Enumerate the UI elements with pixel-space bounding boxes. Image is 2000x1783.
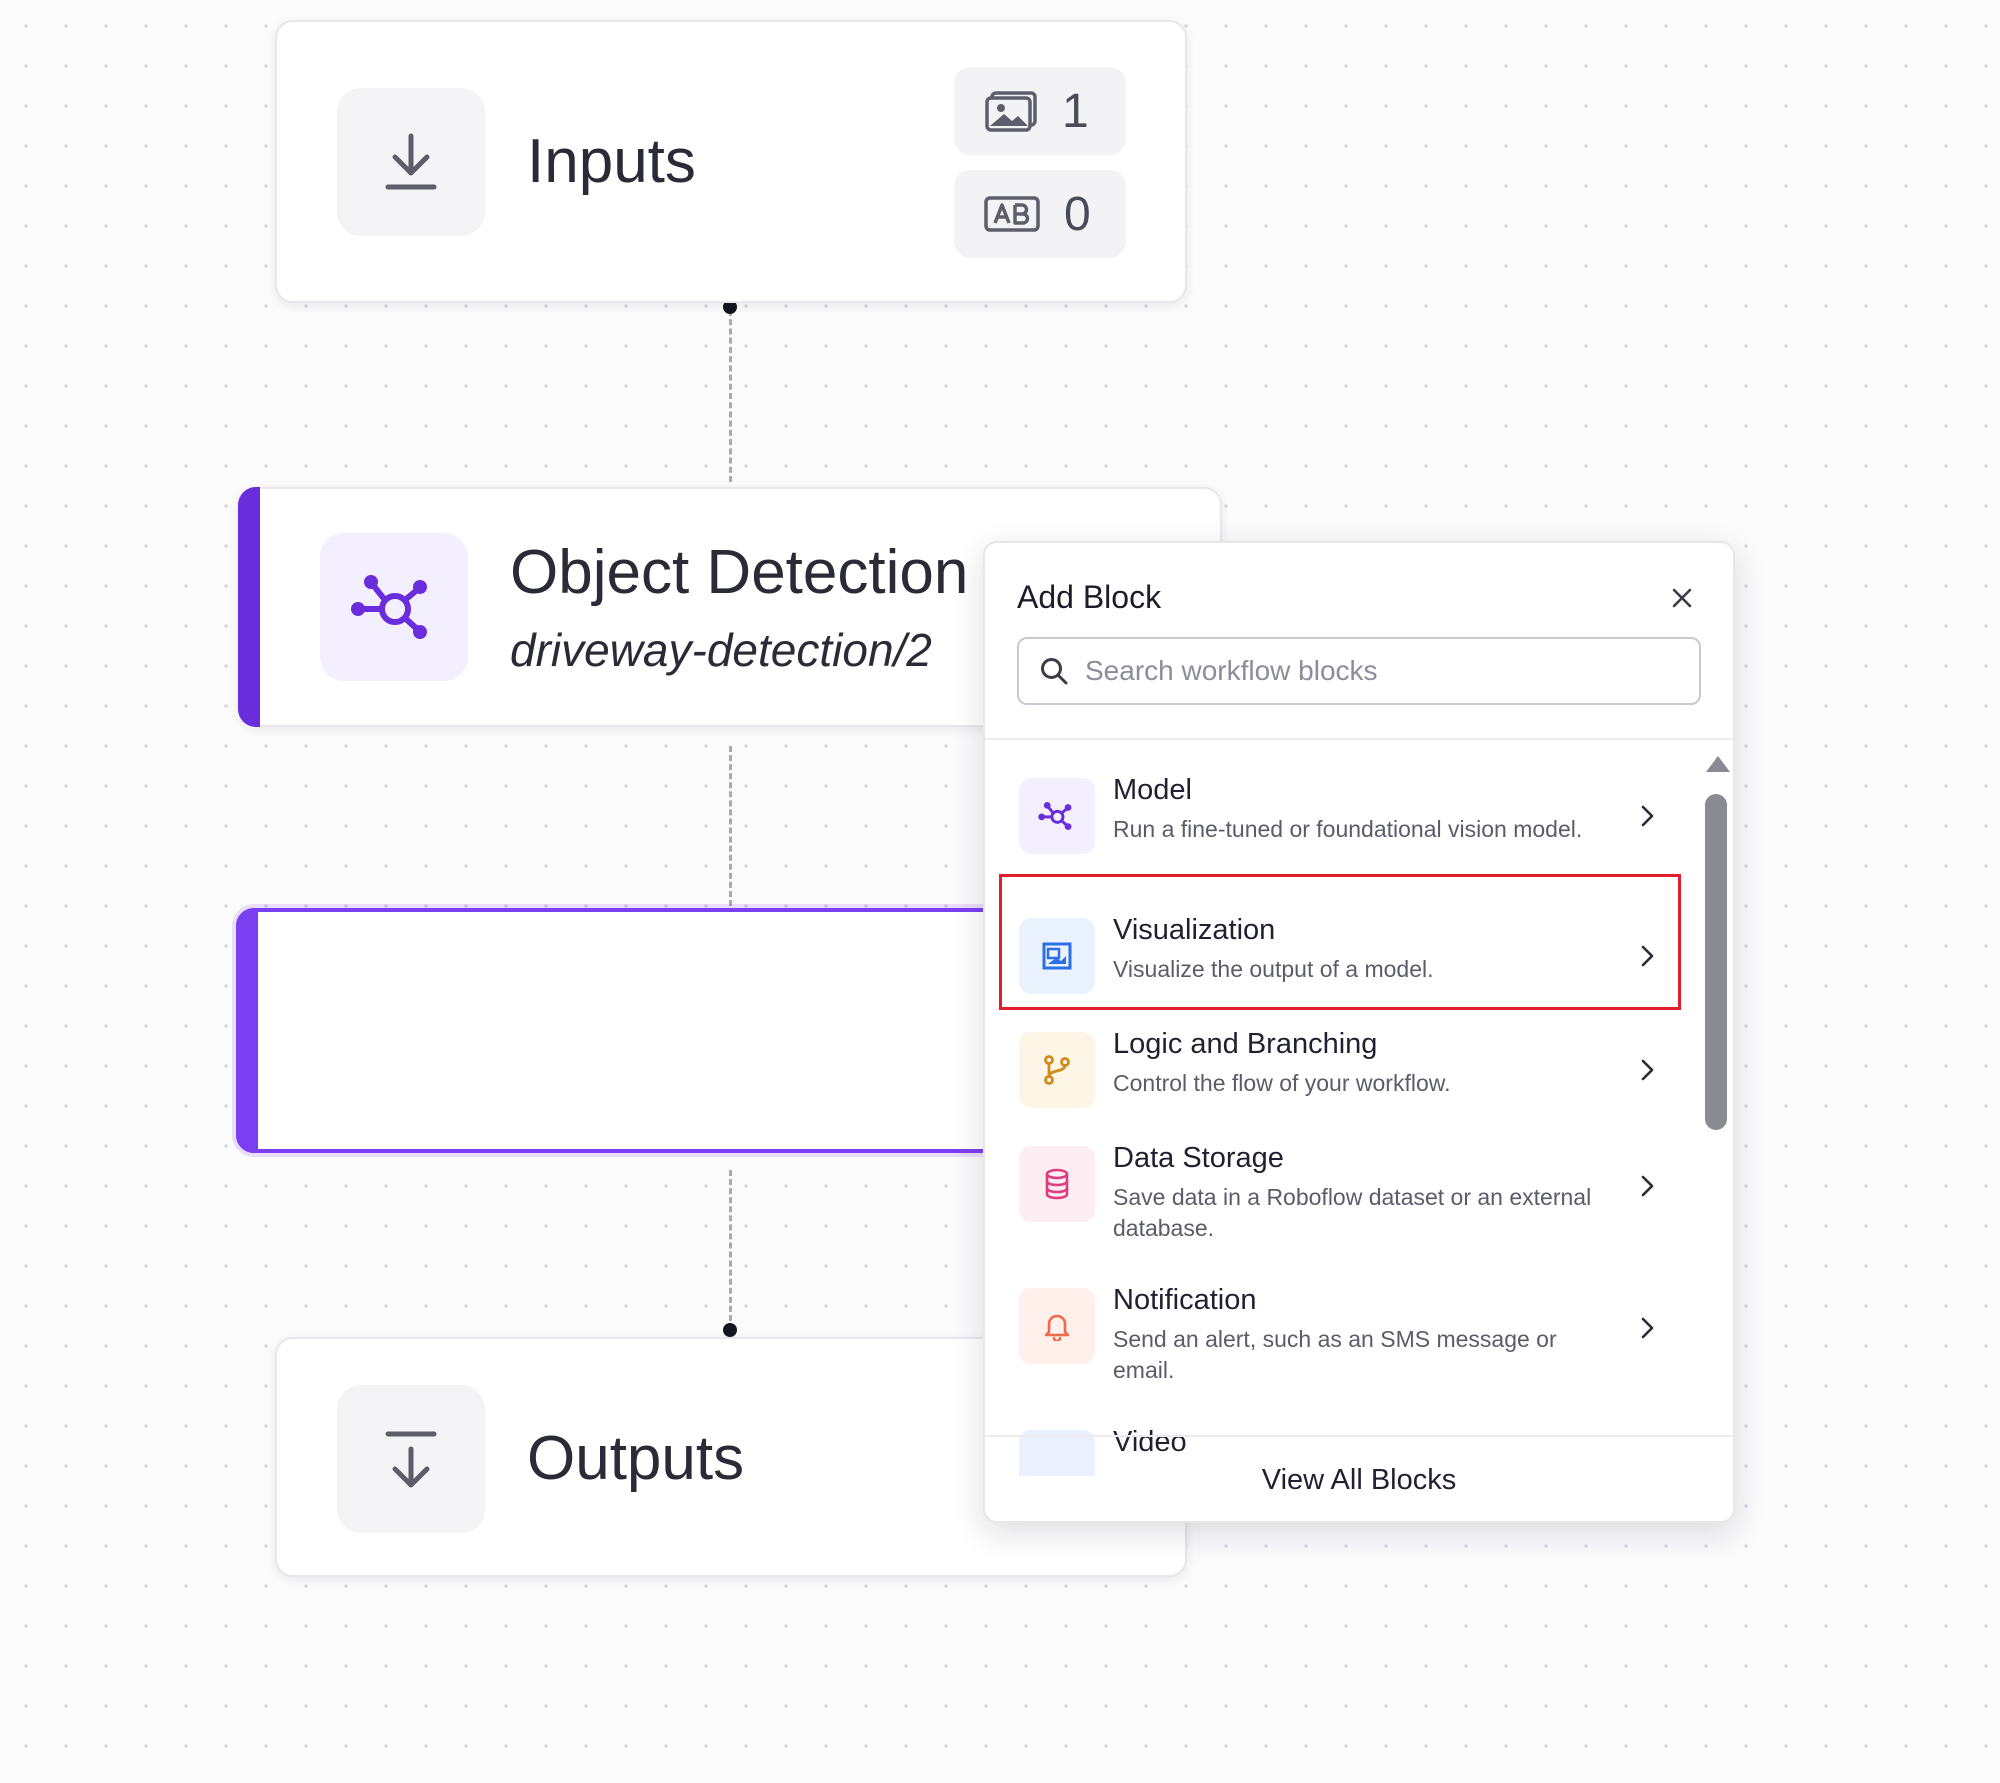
placeholder-accent-bar — [236, 908, 258, 1153]
data-storage-icon-box — [1019, 1146, 1095, 1222]
text-input-count: 0 — [1064, 187, 1091, 241]
connector-inputs-to-detection — [729, 310, 732, 482]
git-branch-icon — [1044, 1055, 1070, 1085]
bell-icon — [1044, 1314, 1070, 1341]
text-input-counter[interactable]: 0 — [954, 170, 1126, 258]
item-description: Save data in a Roboflow dataset or an ex… — [1113, 1184, 1592, 1241]
item-description: Control the flow of your workflow. — [1113, 1070, 1451, 1096]
view-all-blocks-button[interactable]: View All Blocks — [1261, 1463, 1457, 1496]
list-item-model[interactable]: Model Run a fine-tuned or foundational v… — [997, 764, 1681, 876]
item-title: Logic and Branching — [1113, 1028, 1378, 1060]
image-input-count: 1 — [1062, 84, 1089, 138]
inputs-title: Inputs — [527, 127, 696, 196]
notification-icon-box — [1019, 1288, 1095, 1364]
list-item-data-storage[interactable]: Data Storage Save data in a Roboflow dat… — [997, 1132, 1681, 1252]
object-detection-title: Object Detection — [510, 538, 969, 607]
search-field[interactable] — [1017, 637, 1701, 705]
inputs-icon-box — [337, 88, 485, 236]
model-icon-box — [1019, 778, 1095, 854]
block-category-list: Model Run a fine-tuned or foundational v… — [985, 740, 1733, 1476]
list-item-logic-and-branching[interactable]: Logic and Branching Control the flow of … — [997, 1018, 1681, 1118]
add-block-panel: Add Block Model Run a — [983, 541, 1735, 1523]
inputs-node[interactable]: Inputs 1 0 — [275, 20, 1187, 303]
image-icon — [985, 91, 1037, 132]
triangle-up-icon — [1706, 756, 1730, 772]
download-icon — [385, 133, 437, 190]
list-item-notification[interactable]: Notification Send an alert, such as an S… — [997, 1274, 1681, 1394]
connector-placeholder-to-outputs — [729, 1170, 732, 1330]
scroll-up-arrow[interactable] — [1703, 752, 1733, 776]
logic-icon-box — [1019, 1032, 1095, 1108]
database-icon — [1045, 1168, 1069, 1200]
upload-arrow-icon — [385, 1431, 437, 1488]
video-icon-box — [1019, 1430, 1095, 1476]
scrollbar-thumb[interactable] — [1705, 794, 1727, 1130]
new-block-placeholder-node[interactable] — [236, 908, 1036, 1153]
item-title: Model — [1113, 774, 1192, 806]
object-detection-accent-bar — [238, 487, 260, 727]
panel-title: Add Block — [1017, 579, 1162, 615]
visualization-icon-box — [1019, 918, 1095, 994]
item-title: Data Storage — [1113, 1142, 1284, 1174]
connection-dot-outputs[interactable] — [723, 1323, 737, 1337]
object-detection-model-id: driveway-detection/2 — [510, 624, 932, 676]
list-item-visualization[interactable]: Visualization Visualize the output of a … — [997, 904, 1681, 1004]
item-title: Visualization — [1113, 914, 1276, 946]
chevron-right-icon — [1641, 1175, 1654, 1197]
model-network-icon — [351, 575, 427, 639]
item-title: Notification — [1113, 1284, 1257, 1316]
chevron-right-icon — [1641, 1059, 1654, 1081]
search-input[interactable] — [1083, 654, 1667, 688]
image-frame-icon — [1042, 942, 1072, 970]
panel-divider-bottom — [985, 1435, 1733, 1437]
model-network-icon — [1038, 801, 1072, 831]
item-title: Video — [1113, 1426, 1187, 1458]
item-description: Send an alert, such as an SMS message or… — [1113, 1326, 1557, 1383]
connection-dot-inputs[interactable] — [723, 300, 737, 314]
close-icon — [1672, 588, 1692, 608]
item-description: Visualize the output of a model. — [1113, 956, 1434, 982]
outputs-icon-box — [337, 1385, 485, 1533]
search-icon — [1041, 658, 1068, 685]
chevron-right-icon — [1641, 1317, 1654, 1339]
chevron-right-icon — [1641, 805, 1654, 827]
list-item-video[interactable]: Video — [997, 1416, 1681, 1476]
text-ab-icon — [984, 196, 1040, 232]
object-detection-icon-box — [320, 533, 468, 681]
panel-divider-top — [985, 738, 1733, 740]
connector-detection-to-placeholder — [729, 746, 732, 906]
chevron-right-icon — [1641, 945, 1654, 967]
image-input-counter[interactable]: 1 — [954, 67, 1126, 155]
item-description: Run a fine-tuned or foundational vision … — [1113, 816, 1583, 842]
scrollbar-track[interactable] — [1705, 794, 1727, 1130]
close-button[interactable] — [1667, 583, 1697, 613]
visualization-highlight-box — [999, 874, 1681, 1010]
outputs-title: Outputs — [527, 1424, 745, 1493]
